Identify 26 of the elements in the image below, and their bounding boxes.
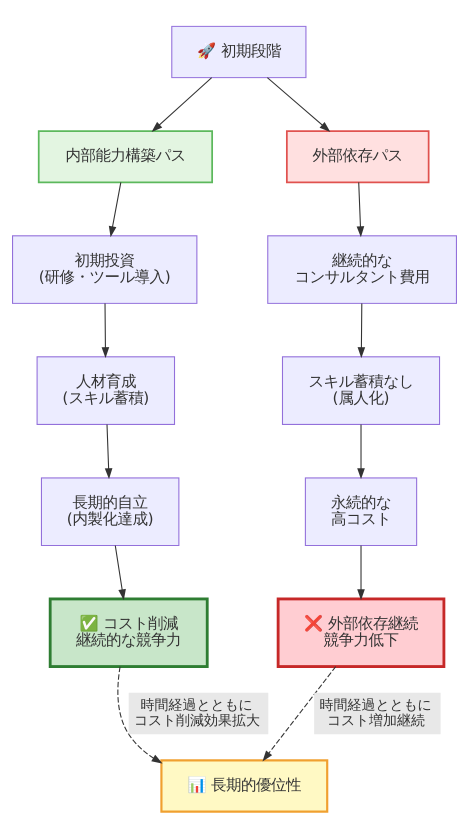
arrow bbox=[104, 424, 112, 480]
arrow bbox=[357, 546, 365, 600]
node-box: 🚀 初期段階 bbox=[171, 26, 306, 78]
node-box: ❌ 外部依存継続 競争力低下 bbox=[276, 598, 446, 668]
node-box: 人材育成 (スキル蓄積) bbox=[36, 356, 176, 425]
arrow bbox=[262, 666, 336, 762]
node-box: 長期的自立 (内製化達成) bbox=[40, 477, 180, 546]
arrow bbox=[356, 182, 364, 238]
arrow bbox=[102, 303, 110, 358]
arrow bbox=[117, 666, 163, 764]
arrow bbox=[108, 182, 122, 238]
arrow bbox=[152, 77, 212, 132]
node-box: 📊 長期的優位性 bbox=[160, 759, 328, 813]
node-box: 内部能力構築パス bbox=[38, 130, 214, 184]
edge-label: 時間経過とともにコスト削減効果拡大 bbox=[134, 698, 260, 729]
node-box: 継続的な コンサルタント費用 bbox=[267, 235, 457, 304]
node-box: ✅ コスト削減 継続的な競争力 bbox=[48, 598, 209, 668]
arrow bbox=[357, 424, 365, 480]
arrow bbox=[266, 77, 330, 132]
node-box: スキル蓄積なし (属人化) bbox=[282, 356, 440, 425]
arrow bbox=[358, 303, 366, 358]
arrow bbox=[114, 546, 126, 600]
node-box: 永続的な 高コスト bbox=[304, 477, 418, 546]
edge-label: 時間経過とともにコスト増加継続 bbox=[320, 698, 432, 729]
node-box: 初期投資 (研修・ツール導入) bbox=[12, 235, 198, 304]
node-box: 外部依存パス bbox=[286, 130, 430, 184]
